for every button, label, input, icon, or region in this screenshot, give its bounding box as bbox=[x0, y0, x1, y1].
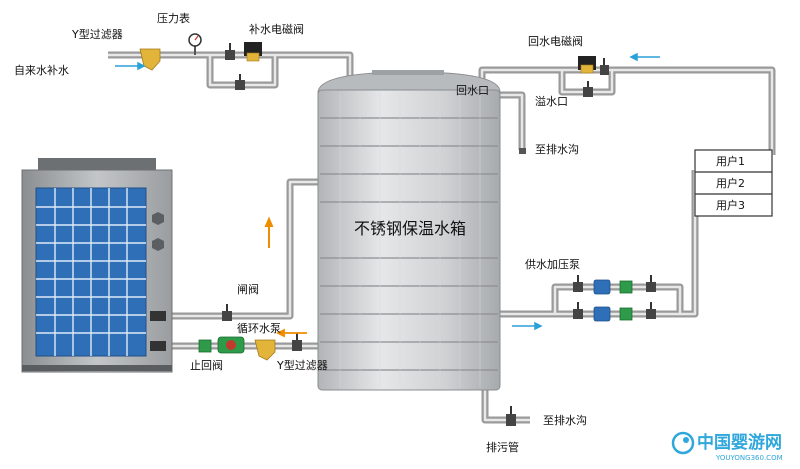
label-return-port: 回水口 bbox=[456, 84, 489, 97]
label-booster-pump: 供水加压泵 bbox=[525, 257, 580, 271]
label-tap-water-makeup: 自来水补水 bbox=[14, 64, 69, 77]
arrow-up-heat bbox=[264, 216, 274, 248]
labels: Y型过滤器 压力表 补水电磁阀 自来水补水 回水电磁阀 回水口 溢水口 至排水沟… bbox=[14, 11, 587, 454]
overflow-pipe-end bbox=[519, 148, 526, 154]
arrow-tap-water bbox=[115, 61, 146, 71]
arrow-circulation bbox=[275, 328, 307, 338]
label-y-filter-bottom: Y型过滤器 bbox=[276, 358, 328, 372]
label-circulation-pump: 循环水泵 bbox=[237, 322, 281, 335]
user-2-label: 用户2 bbox=[716, 176, 745, 190]
unit-outlet-fitting bbox=[150, 311, 166, 321]
tank-bands bbox=[320, 117, 498, 371]
brand-url: YOUYONG360.COM bbox=[715, 454, 783, 462]
label-makeup-valve: 补水电磁阀 bbox=[249, 22, 304, 36]
makeup-solenoid-valve bbox=[244, 42, 262, 62]
arrow-return bbox=[629, 52, 660, 62]
brand-watermark: 中国婴游网 YOUYONG360.COM bbox=[671, 431, 783, 462]
label-overflow-port: 溢水口 bbox=[535, 94, 568, 108]
hex-bolt-1 bbox=[152, 212, 164, 225]
overflow-pipe bbox=[498, 91, 526, 150]
label-pressure-gauge: 压力表 bbox=[157, 11, 190, 25]
gate-valve bbox=[222, 304, 232, 321]
return-valve-right bbox=[600, 58, 609, 75]
return-bypass-valve bbox=[583, 81, 593, 97]
pressure-gauge bbox=[188, 33, 202, 55]
brand-name: 中国婴游网 bbox=[697, 432, 782, 453]
label-to-drain-top: 至排水沟 bbox=[535, 142, 579, 156]
unit-inlet-fitting bbox=[150, 341, 166, 351]
tank-body bbox=[317, 89, 501, 391]
circulation-valve bbox=[292, 333, 302, 351]
label-y-filter-top: Y型过滤器 bbox=[71, 27, 123, 41]
check-valve bbox=[198, 339, 212, 353]
y-filter-top bbox=[139, 48, 161, 71]
label-check-valve: 止回阀 bbox=[190, 358, 223, 372]
user-3-label: 用户3 bbox=[716, 198, 745, 212]
label-gate-valve: 闸阀 bbox=[237, 282, 259, 296]
label-to-drain-bottom: 至排水沟 bbox=[543, 413, 587, 427]
y-filter-bottom bbox=[254, 339, 276, 361]
label-return-valve: 回水电磁阀 bbox=[528, 34, 583, 48]
user-column: 用户1 用户2 用户3 bbox=[694, 149, 773, 217]
heat-pump-unit bbox=[21, 158, 173, 373]
stainless-tank: 不锈钢保温水箱 bbox=[317, 70, 501, 391]
heat-exchanger-panel bbox=[35, 187, 147, 357]
flow-arrows bbox=[115, 52, 660, 338]
makeup-valve-1 bbox=[225, 43, 235, 60]
label-sewage-pipe: 排污管 bbox=[486, 440, 519, 454]
user-1-label: 用户1 bbox=[716, 154, 745, 168]
hex-bolt-2 bbox=[152, 238, 164, 251]
makeup-bypass-valve bbox=[235, 74, 245, 90]
brand-logo-icon bbox=[671, 431, 695, 455]
return-solenoid-valve bbox=[578, 56, 596, 74]
circulation-pump bbox=[217, 336, 245, 354]
sewage-valve bbox=[506, 406, 516, 426]
tank-label: 不锈钢保温水箱 bbox=[354, 219, 466, 238]
booster-pump-group bbox=[573, 275, 656, 322]
arrow-supply bbox=[512, 321, 543, 331]
